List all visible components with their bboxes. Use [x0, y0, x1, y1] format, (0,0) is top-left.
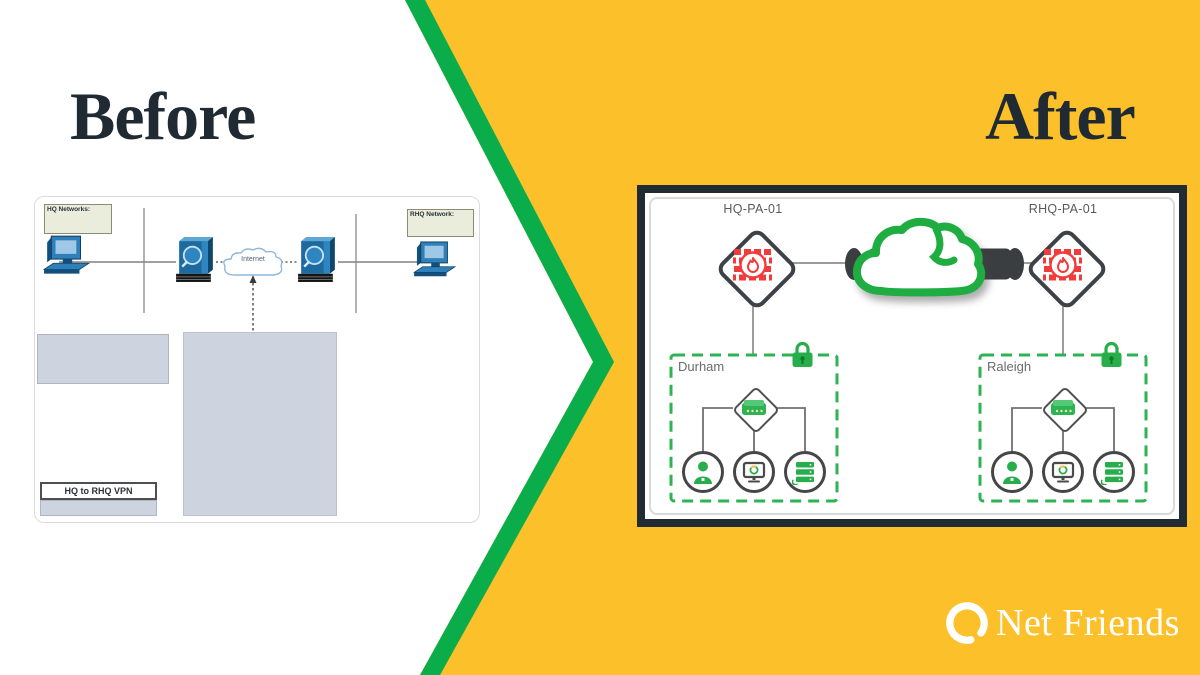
after-diagram-frame: HQ-PA-01 RHQ-PA-01: [637, 185, 1187, 527]
lock-icon: [792, 341, 813, 367]
after-title: After: [985, 78, 1136, 154]
brand-wordmark: Net Friends: [996, 602, 1180, 644]
firewall-name-rhq: RHQ-PA-01: [1028, 202, 1098, 216]
server-node: [1093, 451, 1135, 493]
internet-cloud-icon: [223, 247, 283, 276]
user-icon: [1003, 461, 1021, 484]
redacted-box: [37, 334, 169, 384]
rhq-network-label: RHQ Network:: [407, 209, 474, 237]
server-icon: [792, 462, 814, 485]
user-node: [682, 451, 724, 493]
site-box-raleigh: Raleigh: [978, 341, 1148, 503]
internet-label: Internet: [241, 256, 265, 263]
monitor-icon: [742, 461, 766, 483]
firewall-flame-icon: [733, 249, 772, 281]
cloud-icon: [852, 217, 986, 297]
computer-icon: [413, 241, 457, 277]
site-name: Raleigh: [987, 359, 1032, 374]
workstation-node: [733, 451, 775, 493]
workstation-node: [1042, 451, 1084, 493]
monitor-icon: [1051, 461, 1075, 483]
redacted-box: [40, 500, 157, 516]
vpn-title-box: HQ to RHQ VPN: [40, 482, 157, 500]
redacted-box: [183, 332, 337, 516]
site-name: Durham: [678, 359, 725, 374]
brand-mark-icon: [946, 602, 988, 644]
user-icon: [694, 461, 712, 484]
before-diagram-panel: HQ Networks: RHQ Network:: [34, 196, 480, 523]
site-border-and-lines: [669, 353, 839, 503]
lock-icon: [1101, 341, 1122, 367]
after-inner-border: [649, 197, 1175, 515]
firewall-to-site-line: [1062, 299, 1064, 355]
server-node: [784, 451, 826, 493]
firewall-flame-icon: [1043, 249, 1082, 281]
netfriends-logo: Net Friends: [942, 598, 1180, 648]
server-icon: [1101, 462, 1123, 485]
computer-icon: [43, 235, 91, 274]
firewall-name-hq: HQ-PA-01: [723, 202, 783, 216]
firewall-to-site-line: [752, 299, 754, 355]
user-node: [991, 451, 1033, 493]
switch-icon: [1051, 400, 1075, 415]
hq-networks-label: HQ Networks:: [44, 204, 112, 234]
switch-icon: [742, 400, 766, 415]
before-title: Before: [70, 78, 256, 154]
site-box-durham: Durham: [669, 341, 839, 503]
asa-firewall-icon: [176, 237, 213, 282]
before-diagram-lines: [59, 208, 439, 334]
asa-firewall-icon: [298, 237, 335, 282]
